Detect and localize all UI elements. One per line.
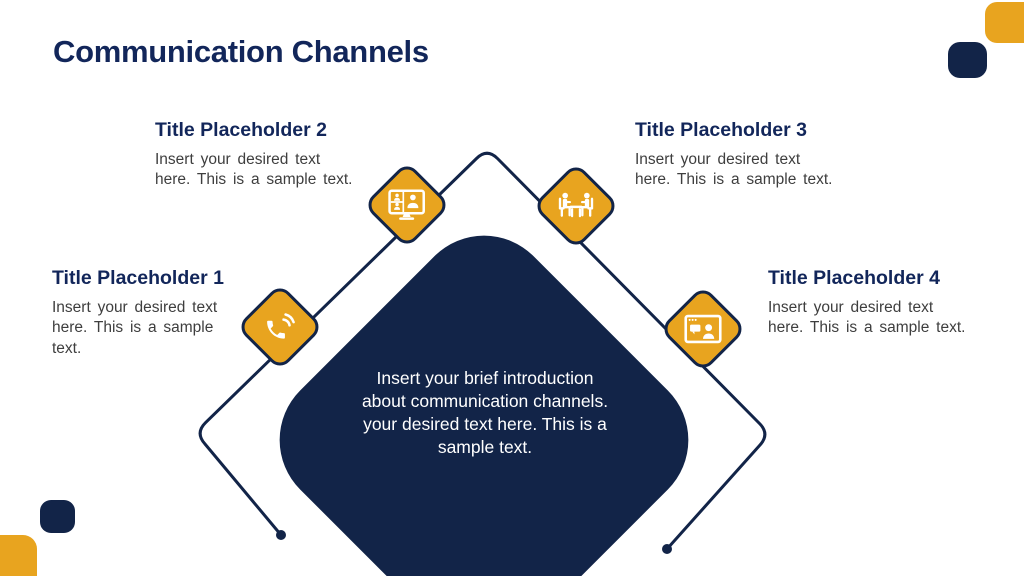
corner-decor-top-right-yellow [985, 2, 1024, 43]
placeholder-block-2: Title Placeholder 2 Insert your desired … [155, 119, 365, 191]
channel-node-video-conference [363, 161, 451, 249]
placeholder-block-1: Title Placeholder 1 Insert your desired … [52, 267, 252, 359]
placeholder-body: Insert your desired text here. This is a… [52, 299, 218, 357]
placeholder-title: Title Placeholder 3 [635, 119, 807, 141]
corner-decor-bottom-left-navy [40, 500, 75, 533]
placeholder-title: Title Placeholder 2 [155, 119, 327, 141]
channel-node-meeting [532, 162, 620, 250]
placeholder-body: Insert your desired text here. This is a… [635, 151, 833, 189]
connector-end-dot [276, 530, 286, 540]
page-title: Communication Channels [53, 34, 429, 69]
placeholder-body: Insert your desired text here. This is a… [768, 299, 966, 337]
corner-decor-top-right-navy [948, 42, 987, 78]
placeholder-block-3: Title Placeholder 3 Insert your desired … [635, 119, 845, 191]
meeting-icon [556, 190, 596, 222]
channel-node-phone [236, 283, 324, 371]
placeholder-body: Insert your desired text here. This is a… [155, 151, 353, 189]
center-intro-text: Insert your brief introduction about com… [361, 368, 609, 458]
placeholder-title: Title Placeholder 1 [52, 267, 224, 289]
placeholder-block-4: Title Placeholder 4 Insert your desired … [768, 267, 978, 339]
video-chat-window-icon [684, 314, 722, 344]
channel-node-video-chat [659, 285, 747, 373]
placeholder-title: Title Placeholder 4 [768, 267, 940, 289]
video-conference-icon [387, 188, 427, 223]
connector-end-dot [662, 544, 672, 554]
phone-icon [264, 311, 297, 344]
corner-decor-bottom-left-yellow [0, 535, 37, 576]
